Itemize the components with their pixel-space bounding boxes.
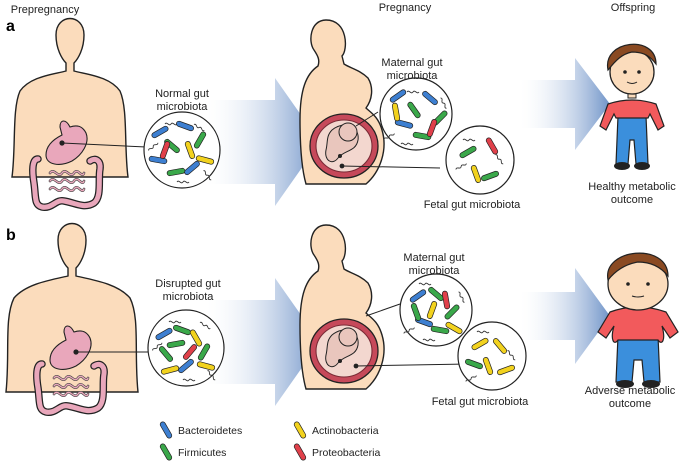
gut-label-a-line2: microbiota bbox=[157, 101, 209, 113]
maternal-label-b-line1: Maternal gut bbox=[403, 252, 464, 264]
connector-dot-a-3 bbox=[339, 163, 345, 169]
panel-a: a Normal gut microbiota bbox=[6, 17, 676, 211]
microbiota-circle-a-fetal bbox=[445, 125, 515, 195]
pregnant-figure-a bbox=[299, 19, 385, 185]
microbiota-circle-b-fetal bbox=[457, 321, 527, 391]
maternal-label-a-line2: microbiota bbox=[387, 70, 439, 82]
legend-swatch-firmicutes bbox=[158, 442, 174, 462]
legend-swatch-proteobacteria bbox=[292, 442, 308, 462]
outcome-label-a-line2: outcome bbox=[611, 194, 653, 206]
gut-label-b-line2: microbiota bbox=[163, 291, 215, 303]
arrow-b-1 bbox=[206, 278, 320, 406]
fetal-label-b: Fetal gut microbiota bbox=[432, 396, 529, 408]
panel-a-letter: a bbox=[6, 18, 15, 35]
connector-dot-b-1 bbox=[73, 349, 79, 355]
outcome-label-a-line1: Healthy metabolic bbox=[588, 181, 676, 193]
connector-a-2 bbox=[355, 111, 379, 127]
legend-swatch-bacteroidetes bbox=[158, 420, 174, 440]
microbiota-circle-b-maternal bbox=[399, 273, 473, 347]
maternal-label-b-line2: microbiota bbox=[409, 265, 461, 277]
arrow-b-2 bbox=[520, 268, 610, 364]
woman-figure-b bbox=[5, 223, 139, 413]
legend-item-bacteroidetes: Bacteroidetes bbox=[158, 420, 242, 440]
fetal-label-a: Fetal gut microbiota bbox=[424, 199, 521, 211]
legend: Bacteroidetes Firmicutes Actinobacteria … bbox=[158, 420, 380, 462]
microbiota-circle-a-maternal bbox=[379, 77, 453, 151]
legend-item-actinobacteria: Actinobacteria bbox=[292, 420, 379, 440]
outcome-label-b-line1: Adverse metabolic bbox=[585, 385, 676, 397]
header-offspring: Offspring bbox=[611, 2, 655, 14]
legend-label-actinobacteria: Actinobacteria bbox=[312, 425, 379, 437]
arrow-a-1 bbox=[206, 78, 320, 206]
woman-figure-a bbox=[11, 17, 129, 208]
legend-label-proteobacteria: Proteobacteria bbox=[312, 447, 380, 459]
gut-label-a-line1: Normal gut bbox=[155, 88, 209, 100]
pregnant-figure-b bbox=[299, 224, 385, 390]
connector-b-3 bbox=[355, 363, 469, 367]
child-healthy bbox=[599, 43, 665, 170]
header-prepregnancy: Prepregnancy bbox=[11, 4, 80, 16]
microbiota-circle-b-disrupted bbox=[147, 309, 225, 387]
connector-b-2 bbox=[365, 303, 401, 317]
microbiota-circle-a-normal bbox=[143, 111, 221, 189]
maternal-label-a-line1: Maternal gut bbox=[381, 57, 442, 69]
outcome-label-b-line2: outcome bbox=[609, 398, 651, 410]
legend-swatch-actinobacteria bbox=[292, 420, 308, 440]
child-adverse bbox=[597, 252, 679, 388]
legend-item-firmicutes: Firmicutes bbox=[158, 442, 226, 462]
panel-b: b Disrupted gut microbiota bbox=[5, 223, 679, 413]
connector-dot-b-3 bbox=[353, 363, 359, 369]
arrow-a-2 bbox=[520, 58, 610, 150]
gut-label-b-line1: Disrupted gut bbox=[155, 278, 220, 290]
panel-b-letter: b bbox=[6, 227, 16, 244]
legend-label-firmicutes: Firmicutes bbox=[178, 447, 226, 459]
connector-a-3 bbox=[341, 165, 441, 169]
legend-item-proteobacteria: Proteobacteria bbox=[292, 442, 380, 462]
legend-label-bacteroidetes: Bacteroidetes bbox=[178, 425, 242, 437]
connector-dot-a-1 bbox=[59, 140, 65, 146]
header-pregnancy: Pregnancy bbox=[379, 2, 432, 14]
